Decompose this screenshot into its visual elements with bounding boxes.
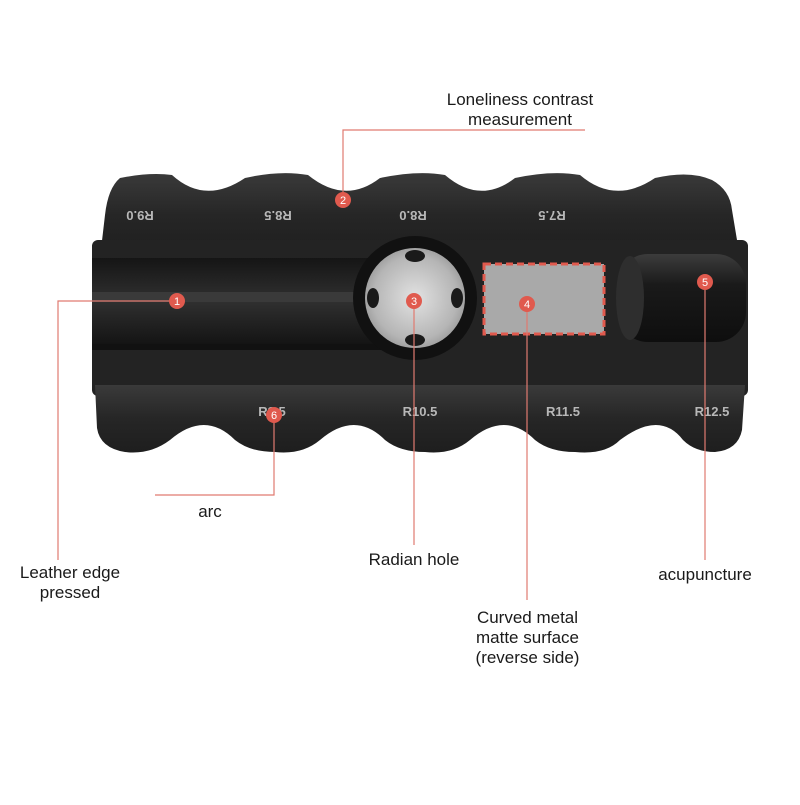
marker-3: 3	[406, 293, 422, 309]
callout-label-line: arc	[198, 502, 222, 521]
tool-bottom-plate	[95, 385, 745, 453]
callout-label-line: Loneliness contrast	[446, 90, 594, 109]
callout-label-1: Leather edge pressed	[2, 563, 138, 603]
svg-text:2: 2	[340, 195, 346, 207]
callout-label-5: acupuncture	[640, 565, 770, 585]
callout-label-line: acupuncture	[658, 565, 752, 584]
groove-highlight	[92, 292, 392, 302]
callout-label-line: matte surface	[476, 628, 579, 647]
acupuncture-cylinder	[618, 254, 746, 342]
tool-top-plate	[100, 173, 740, 258]
engraving-top: R8.0	[399, 208, 426, 223]
marker-6: 6	[266, 407, 282, 423]
top-radius-engravings: R9.0 R8.5 R8.0 R7.5	[126, 208, 565, 223]
callout-label-line: measurement	[468, 110, 572, 129]
leader-line-6	[155, 415, 275, 496]
callout-label-4: Curved metal matte surface (reverse side…	[455, 608, 600, 668]
engraving-top: R9.0	[126, 208, 153, 223]
marker-4: 4	[519, 296, 535, 312]
callout-label-line: Leather edge	[19, 563, 121, 582]
callout-label-6: arc	[185, 502, 235, 522]
marker-5: 5	[697, 274, 713, 290]
svg-text:1: 1	[174, 296, 180, 308]
engraving-bottom: R12.5	[695, 404, 730, 419]
engraving-top: R7.5	[538, 208, 565, 223]
callout-label-line: (reverse side)	[475, 648, 580, 667]
callout-label-line: Curved metal	[476, 608, 579, 627]
leader-line-2	[342, 129, 585, 200]
callout-label-2: Loneliness contrast measurement	[420, 90, 620, 130]
matte-metal-dashed-outline	[482, 262, 606, 336]
callout-label-3: Radian hole	[349, 550, 479, 570]
engraving-bottom: R11.5	[546, 404, 580, 419]
radian-hole-slots	[367, 250, 463, 346]
engraving-bottom: R10.5	[403, 404, 438, 419]
svg-text:5: 5	[702, 277, 708, 289]
callout-label-line: pressed	[39, 583, 101, 602]
bottom-radius-engravings: R9.5 R10.5 R11.5 R12.5	[258, 404, 729, 419]
cylinder-cap	[616, 256, 644, 340]
groove-lower-edge	[92, 344, 382, 350]
matte-metal-surface	[484, 264, 604, 334]
svg-text:6: 6	[271, 410, 277, 422]
leader-line-1	[57, 300, 172, 560]
marker-2: 2	[335, 192, 351, 208]
marker-1: 1	[169, 293, 185, 309]
leader-lines	[57, 129, 706, 600]
svg-text:4: 4	[524, 299, 530, 311]
engraving-top: R8.5	[264, 208, 291, 223]
callout-label-line: Radian hole	[368, 550, 460, 569]
svg-text:3: 3	[411, 296, 417, 308]
